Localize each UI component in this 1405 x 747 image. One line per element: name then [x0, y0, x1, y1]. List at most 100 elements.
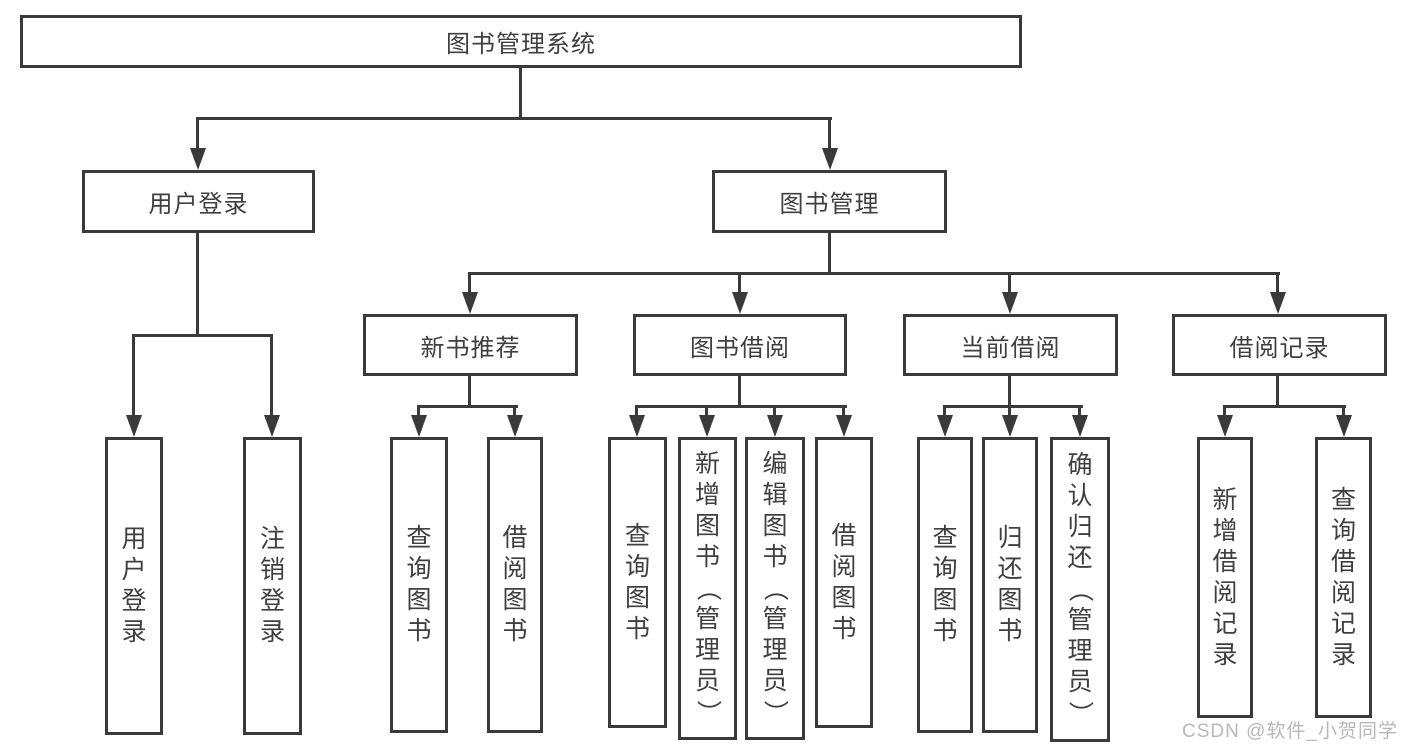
- node-root: 图书管理系统: [20, 15, 1022, 68]
- connector-drop-leaf: [1342, 406, 1345, 415]
- vertical-char: 录: [1330, 640, 1356, 669]
- connector-drop-leaf: [842, 406, 845, 415]
- vertical-char: 图: [502, 586, 528, 614]
- vertical-char: 员: [1067, 668, 1093, 696]
- arrow-down-icon: [822, 148, 838, 170]
- node-book-management: 图书管理: [712, 170, 947, 233]
- connector-drop-borrow: [738, 273, 741, 292]
- arrow-down-icon: [629, 415, 645, 437]
- vertical-char: 登: [121, 587, 147, 615]
- vertical-char: 图: [694, 512, 720, 540]
- leaf-logout: 注销登录: [243, 437, 302, 735]
- vertical-char: 增: [694, 481, 720, 509]
- vertical-char: 图: [932, 586, 958, 614]
- connector-drop-records: [1276, 273, 1279, 292]
- vertical-char: 图: [406, 586, 432, 614]
- vertical-char: 销: [259, 556, 285, 584]
- vertical-char: 书: [831, 614, 857, 643]
- vertical-char: 用: [121, 525, 147, 553]
- arrow-down-icon: [1217, 415, 1233, 437]
- connector-login-branch: [132, 334, 273, 337]
- connector-drop-leaf: [1008, 406, 1011, 415]
- vertical-char: 查: [1330, 485, 1356, 514]
- node-new-book-recommend: 新书推荐: [363, 314, 578, 376]
- vertical-char: 图: [997, 586, 1023, 614]
- vertical-char: 查: [932, 524, 958, 552]
- leaf-add-book-admin: 新增图书（管理员）: [678, 437, 737, 740]
- vertical-char: 注: [259, 525, 285, 553]
- vertical-char: 借: [831, 521, 857, 550]
- node-borrow-records: 借阅记录: [1172, 314, 1387, 376]
- vertical-char: 询: [406, 555, 432, 583]
- connector-drop-leaf: [417, 406, 420, 415]
- vertical-char: （: [1066, 576, 1095, 603]
- connector-drop-current: [1008, 273, 1011, 292]
- leaf-add-borrow-record: 新增借阅记录: [1197, 437, 1253, 718]
- connector-records-branch: [1223, 405, 1346, 408]
- connector-current-stem: [1008, 376, 1011, 406]
- vertical-char: 记: [1330, 609, 1356, 638]
- connector-drop-leaf: [132, 335, 135, 415]
- arrow-down-icon: [1072, 415, 1088, 437]
- arrow-down-icon: [1270, 292, 1286, 314]
- vertical-char: 管: [762, 605, 788, 633]
- leaf-borrow-book-label: 借阅图书: [831, 521, 856, 645]
- node-borrow-records-label: 借阅记录: [1229, 334, 1330, 362]
- vertical-char: 员: [694, 667, 720, 695]
- vertical-char: 新: [694, 450, 720, 478]
- arrow-down-icon: [732, 292, 748, 314]
- connector-current-branch: [943, 405, 1083, 408]
- leaf-confirm-return-admin: 确认归还（管理员）: [1050, 437, 1110, 742]
- vertical-char: 查: [406, 524, 432, 552]
- node-current-borrowing: 当前借阅: [903, 314, 1118, 376]
- leaf-return-book: 归还图书: [982, 437, 1038, 733]
- vertical-char: 借: [502, 524, 528, 552]
- leaf-return-book-label: 归还图书: [997, 523, 1022, 647]
- vertical-char: 管: [1067, 606, 1093, 634]
- vertical-char: 询: [932, 555, 958, 583]
- vertical-char: 书: [624, 614, 650, 643]
- vertical-char: ）: [1066, 700, 1095, 727]
- node-new-book-recommend-label: 新书推荐: [420, 334, 521, 362]
- leaf-query-book-label: 查询图书: [406, 523, 431, 647]
- connector-drop-leaf: [635, 406, 638, 415]
- leaf-add-book-admin-label: 新增图书（管理员）: [693, 449, 722, 728]
- vertical-char: （: [693, 575, 722, 602]
- vertical-char: 书: [762, 543, 788, 571]
- connector-mgmt-stem: [828, 233, 831, 273]
- connector-drop-mgmt: [828, 118, 831, 148]
- arrow-down-icon: [411, 415, 427, 437]
- leaf-borrow-book: 借阅图书: [815, 437, 873, 728]
- arrow-down-icon: [1002, 415, 1018, 437]
- connector-drop-leaf: [943, 406, 946, 415]
- arrow-down-icon: [937, 415, 953, 437]
- connector-drop-leaf: [1223, 406, 1226, 415]
- leaf-logout-label: 注销登录: [260, 524, 285, 648]
- connector-borrow-branch: [635, 405, 847, 408]
- arrow-down-icon: [767, 415, 783, 437]
- leaf-query-book-label: 查询图书: [932, 523, 957, 647]
- connector-root-branch: [196, 117, 832, 120]
- vertical-char: 借: [1212, 547, 1238, 576]
- node-root-label: 图书管理系统: [446, 31, 596, 58]
- leaf-query-book: 查询图书: [390, 437, 448, 733]
- connector-drop-leaf: [513, 406, 516, 415]
- vertical-char: 理: [1067, 637, 1093, 665]
- watermark: CSDN @软件_小贺同学: [1182, 721, 1398, 742]
- leaf-user-login: 用户登录: [105, 437, 163, 735]
- connector-newbook-stem: [468, 376, 471, 406]
- arrow-down-icon: [836, 415, 852, 437]
- arrow-down-icon: [264, 415, 280, 437]
- vertical-char: 阅: [831, 552, 857, 581]
- arrow-down-icon: [1002, 292, 1018, 314]
- node-book-borrowing: 图书借阅: [633, 314, 847, 376]
- leaf-user-login-label: 用户登录: [121, 524, 146, 648]
- vertical-char: 辑: [762, 481, 788, 509]
- connector-drop-newbook: [468, 273, 471, 292]
- vertical-char: 员: [762, 667, 788, 695]
- vertical-char: 阅: [502, 555, 528, 583]
- vertical-char: 户: [121, 556, 147, 584]
- leaf-add-borrow-record-label: 新增借阅记录: [1212, 485, 1237, 671]
- connector-drop-leaf: [705, 406, 708, 415]
- vertical-char: ）: [693, 699, 722, 726]
